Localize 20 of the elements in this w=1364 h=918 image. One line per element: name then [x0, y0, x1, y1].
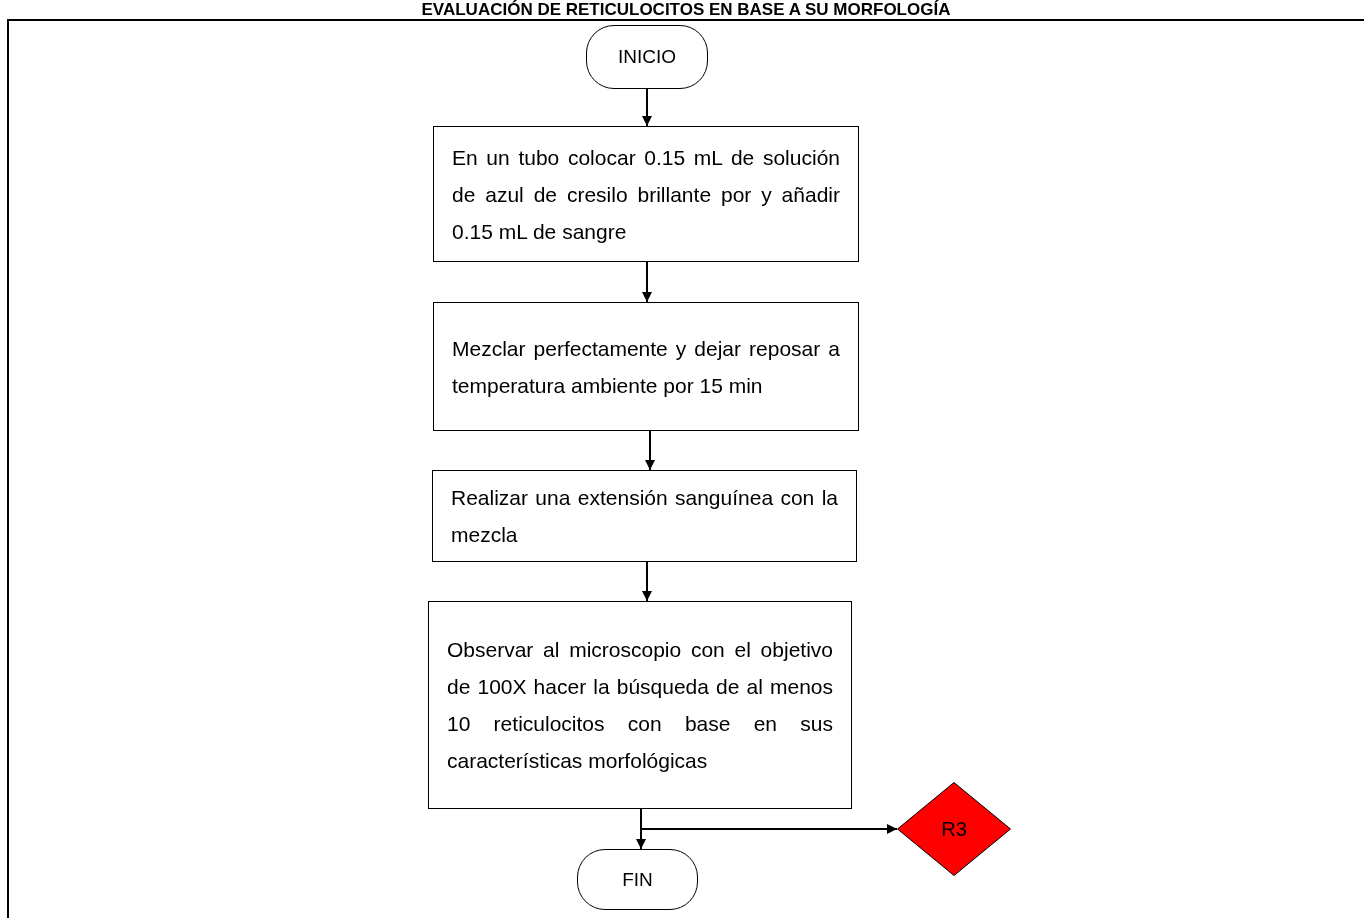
process-box [433, 302, 859, 431]
step-text: Realizar una extensión sanguínea con la mezcla [451, 485, 838, 548]
arrow [645, 430, 655, 471]
step-text: R3 [941, 817, 967, 841]
arrow [642, 261, 652, 303]
process-box [428, 601, 852, 809]
terminal-shape [577, 849, 698, 910]
step-text: Observar al microscopio con el objetivo de 100X hacer la búsqueda de al menos 10 reticulocitos con base en sus características morfológicas [447, 637, 833, 774]
step-text: En un tubo colocar 0.15 mL de solución de azul de cresilo brillante por y añadir 0.15 mL de sangre [452, 144, 840, 245]
terminal-shape [586, 25, 708, 89]
arrow [640, 808, 898, 834]
decision-diamond [897, 782, 1011, 876]
step-text: INICIO [617, 46, 677, 68]
step-text: FIN [622, 868, 653, 891]
arrow [642, 88, 652, 127]
process-box [433, 126, 859, 262]
arrow [642, 561, 652, 602]
title: EVALUACIÓN DE RETICULOCITOS EN BASE A SU MORFOLOGÍA [420, 0, 952, 20]
process-box [432, 470, 857, 562]
step-text: Mezclar perfectamente y dejar reposar a temperatura ambiente por 15 min [452, 335, 840, 399]
